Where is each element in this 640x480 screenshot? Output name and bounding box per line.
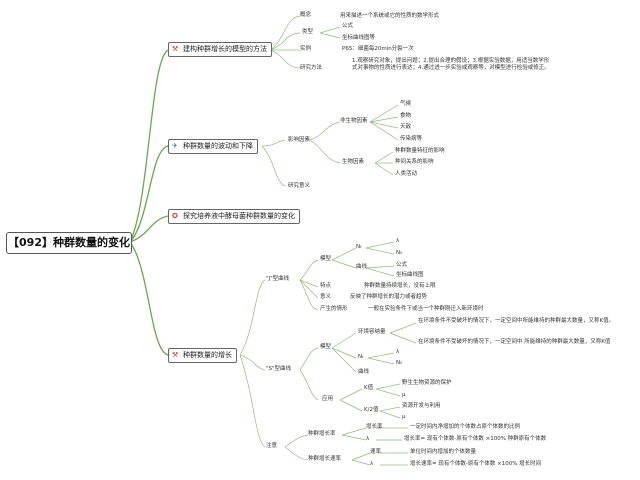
node-rate-label: 种群增长率 xyxy=(308,431,336,437)
node-def-text: 用来描述一个系统或它的性质的数学形式 xyxy=(340,13,440,19)
node-j-feature-label: 特点 xyxy=(320,283,332,289)
node-significance-label: 研究意义 xyxy=(288,183,311,189)
node-type-item: 坐标曲线图等 xyxy=(342,35,376,41)
node-j-curve: "J"型曲线 xyxy=(266,276,290,282)
branch-yeast-experiment[interactable]: ✪ 探究培养液中酵母菌种群数量的变化 xyxy=(168,209,300,224)
node-s-n0: N₀ xyxy=(396,360,403,366)
node-s-nt: Nₜ xyxy=(358,354,364,360)
node-abiotic-label: 非生物因素 xyxy=(340,118,368,124)
node-speed-item: λ xyxy=(370,461,374,467)
node-s-k-text: 在环境条件不受破坏的情况下，一定空间中 所能维持的种群最大数量，又称K值 xyxy=(418,339,611,345)
node-j-graph: 坐标曲线图 xyxy=(396,272,424,278)
node-j-cond-label: 产生的情形 xyxy=(320,306,348,312)
node-s-kvalue-label: K值 xyxy=(364,385,374,391)
node-s-k2-label: K/2值 xyxy=(364,407,379,413)
node-biotic-item: 种间关系的影响 xyxy=(395,159,434,165)
star-icon: ✪ xyxy=(172,212,178,220)
node-rate-text: 一定时间内净增加的个体数占原个体数的比例 xyxy=(410,424,521,430)
node-s-kvalue-item: 野生生物资源的保护 xyxy=(402,380,452,386)
node-method-text: 1.观察研究对象，提出问题；2.提出合理的假设；3.根据实验数据，用适当数学形式… xyxy=(352,58,550,71)
node-s-k2-item: 资源开发与利用 xyxy=(402,403,441,409)
plane-icon: ✈ xyxy=(172,142,178,150)
node-biotic-item: 种群数量特征的影响 xyxy=(395,148,445,154)
node-j-n0: N₀ xyxy=(396,250,403,256)
branch-title: 探究培养液中酵母菌种群数量的变化 xyxy=(183,212,295,220)
node-example-label: 实例 xyxy=(300,46,312,52)
node-s-kvalue-item: μ xyxy=(402,392,406,398)
node-s-model: 模型 xyxy=(320,344,332,350)
node-rate-text: 增长率= 现有个体数-原有个体数 ×100% 种群原有个体数 xyxy=(404,436,547,442)
node-speed-item: 速率 xyxy=(370,449,382,455)
node-j-nt: Nₜ xyxy=(356,244,362,250)
node-speed-text: 增长速率= 现有个体数-原有个体数 ×100% 增长时间 xyxy=(410,461,542,467)
node-type-label: 类型 xyxy=(302,29,314,35)
node-factors-label: 影响因素 xyxy=(288,137,311,143)
node-j-meaning-label: 意义 xyxy=(320,294,332,300)
node-s-curve: "S"型曲线 xyxy=(266,366,292,372)
node-s-apply-label: 应用 xyxy=(322,396,334,402)
node-rate-item: 增长率 xyxy=(366,424,383,430)
hammer-icon: ⚒ xyxy=(172,351,179,359)
node-example-text: P65：细菌每20min分裂一次 xyxy=(342,46,414,52)
node-abiotic-item: 气候 xyxy=(400,101,412,107)
node-speed-text: 单位时间内增加的个体数量 xyxy=(410,449,477,455)
node-speed-label: 种群增长速率 xyxy=(308,456,342,462)
node-type-item: 公式 xyxy=(342,23,354,29)
branch-title: 建构种群增长的模型的方法 xyxy=(183,45,267,53)
node-def-label: 概念 xyxy=(300,12,312,18)
node-s-k2-item: μ xyxy=(402,414,406,420)
node-rate-item: λ xyxy=(366,436,370,442)
node-s-k-label: 环境容纳量 xyxy=(358,329,386,335)
node-j-cond-text: 一般在实验条件下或当一个种群刚迁入新环境时 xyxy=(368,306,484,312)
branch-model-method[interactable]: ⚒ 建构种群增长的模型的方法 xyxy=(168,42,272,57)
branch-population-growth[interactable]: ⚒ 种群数量的增长 xyxy=(168,348,237,363)
root-topic[interactable]: 【092】种群数量的变化 xyxy=(6,232,132,254)
node-method-label: 研究方法 xyxy=(300,65,323,71)
node-j-meaning-text: 反映了种群增长的潜力或者趋势 xyxy=(350,294,428,300)
branch-title: 种群数量的增长 xyxy=(183,351,232,359)
node-notes-label: 注意 xyxy=(266,443,278,449)
node-j-lambda: λ xyxy=(396,238,400,244)
node-j-curve-label: 曲线 xyxy=(356,264,368,270)
node-s-lambda: λ xyxy=(396,349,400,355)
node-j-feature-text: 种群数量持续增长，没有上限 xyxy=(364,283,436,289)
node-abiotic-item: 食物 xyxy=(400,113,412,119)
node-j-formula: 公式 xyxy=(396,262,408,268)
branch-fluctuation[interactable]: ✈ 种群数量的波动和下降 xyxy=(168,139,258,154)
hammer-icon: ⚒ xyxy=(172,45,179,53)
node-j-model: 模型 xyxy=(320,256,332,262)
node-s-curve-label: 曲线 xyxy=(358,369,370,375)
node-s-k-text: 在环境条件不受破坏的情况下，一定空间中所能维持的种群最大数量，又称K值。 xyxy=(418,318,615,324)
node-biotic-item: 人类活动 xyxy=(395,171,418,177)
node-abiotic-item: 传染病等 xyxy=(400,136,423,142)
node-abiotic-item: 天敌 xyxy=(400,124,412,130)
branch-title: 种群数量的波动和下降 xyxy=(183,142,253,150)
node-biotic-label: 生物因素 xyxy=(342,159,365,165)
